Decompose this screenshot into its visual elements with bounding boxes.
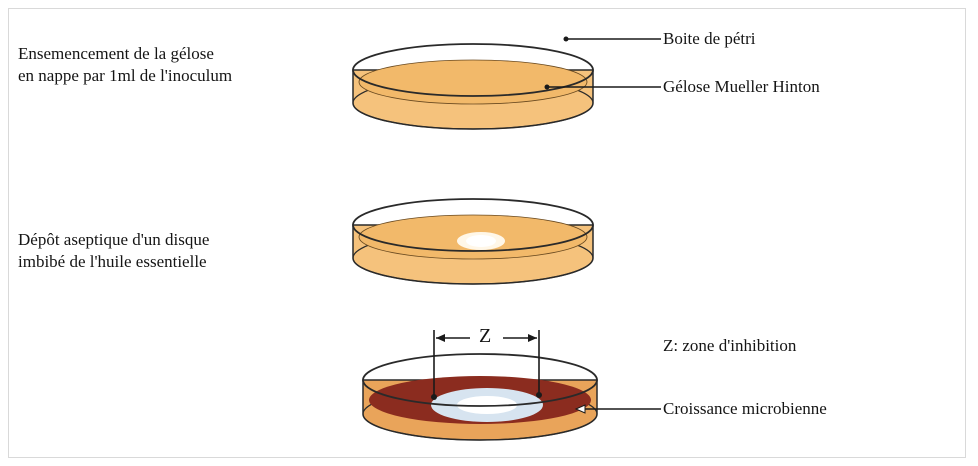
- zone-right-dot: [536, 392, 542, 398]
- caption-seeding-line1: Ensemencement de la gélose: [18, 44, 214, 64]
- dish1-agar: [359, 60, 587, 104]
- caption-disk-line1: Dépôt aseptique d'un disque: [18, 230, 209, 250]
- petri-dish-2: [353, 199, 593, 284]
- dish2-disk: [466, 235, 496, 247]
- label-petri-dish: Boite de pétri: [663, 29, 756, 49]
- label-mueller-hinton-agar: Gélose Mueller Hinton: [663, 77, 820, 97]
- zone-z-marker: Z: [479, 326, 491, 346]
- label-microbial-growth: Croissance microbienne: [663, 399, 827, 419]
- zone-left-dot: [431, 394, 437, 400]
- caption-disk-line2: imbibé de l'huile essentielle: [18, 252, 207, 272]
- caption-seeding-line2: en nappe par 1ml de l'inoculum: [18, 66, 232, 86]
- label-zone-legend: Z: zone d'inhibition: [663, 336, 796, 356]
